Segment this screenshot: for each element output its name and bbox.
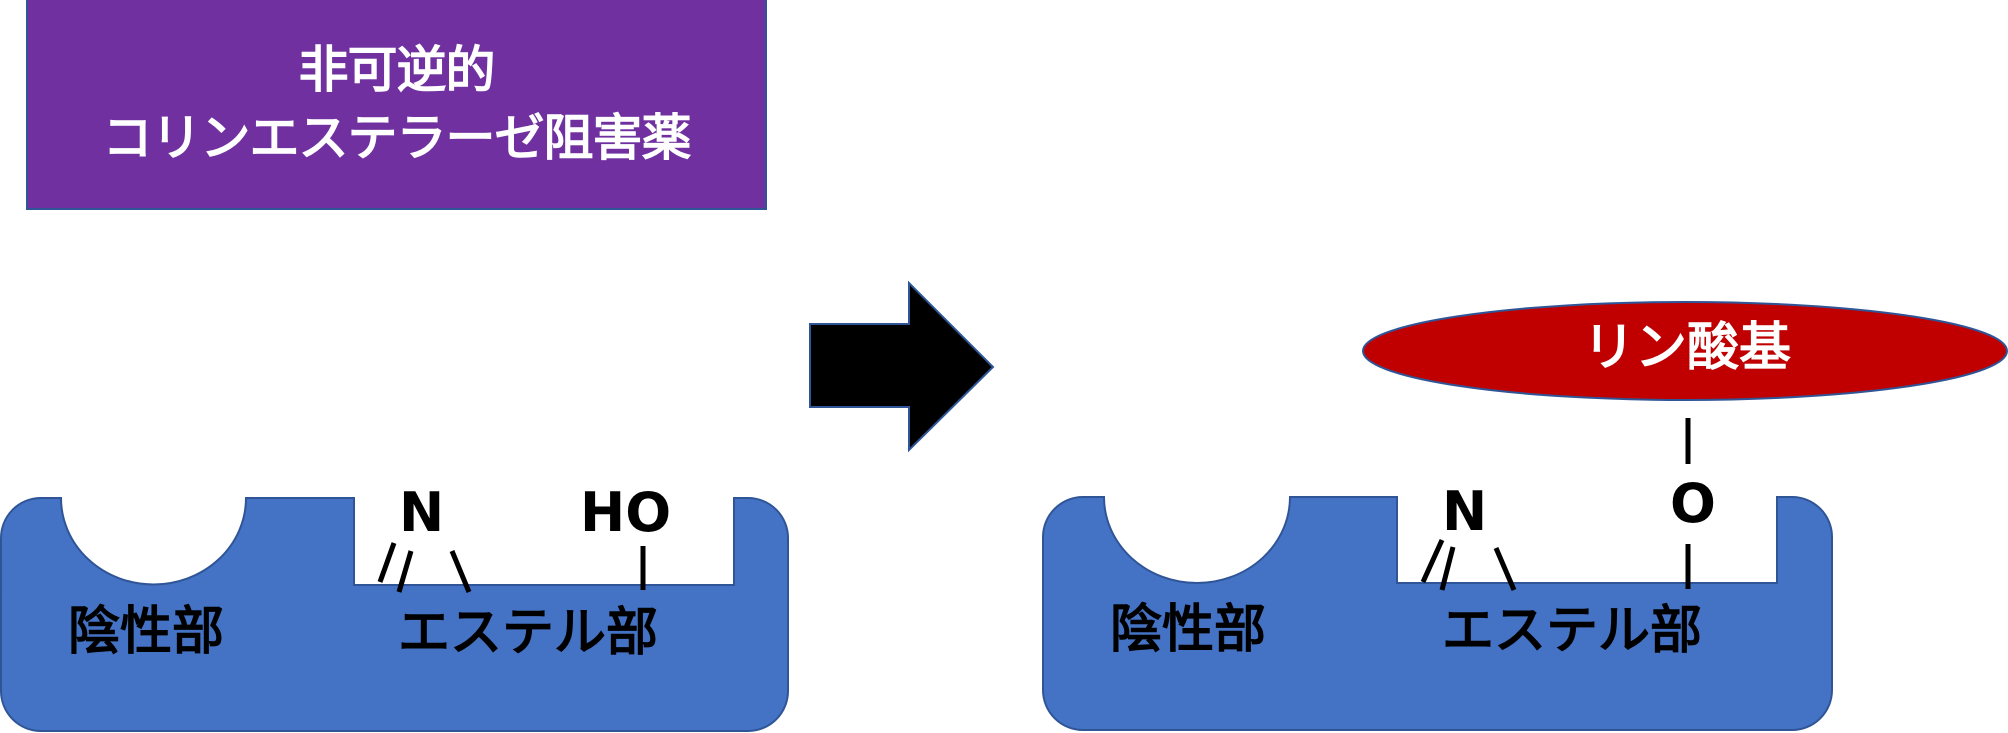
anionic-site-label-before: 陰性部 <box>68 602 225 662</box>
esteratic-site-label-after: エステル部 <box>1442 601 1703 661</box>
single-bond-line <box>449 550 472 593</box>
nitrogen-atom-before: N <box>399 481 445 544</box>
esteratic-site-label-before: エステル部 <box>398 603 659 663</box>
title-line-1: 非可逆的 <box>298 41 496 99</box>
enzyme-after-shape <box>1042 496 1833 731</box>
nitrogen-atom-after: N <box>1442 480 1488 543</box>
title-line-2: コリンエステラーゼ阻害薬 <box>102 109 692 167</box>
double-bond-line-1 <box>1420 538 1445 584</box>
double-bond-line-1 <box>377 542 397 583</box>
right-arrow-icon <box>809 280 995 453</box>
phosphate-group-ellipse <box>1362 301 2008 401</box>
phosphate-group-label: リン酸基 <box>1583 318 1792 378</box>
hydroxyl-group-before: HO <box>580 481 672 544</box>
title-box: 非可逆的 コリンエステラーゼ阻害薬 <box>26 0 767 210</box>
double-bond-line-2 <box>396 550 414 593</box>
single-bond-line <box>1493 547 1517 591</box>
oxygen-atom-after: O <box>1670 472 1716 535</box>
anionic-site-label-after: 陰性部 <box>1110 600 1267 660</box>
double-bond-line-2 <box>1439 546 1456 591</box>
enzyme-before-shape <box>0 497 789 732</box>
